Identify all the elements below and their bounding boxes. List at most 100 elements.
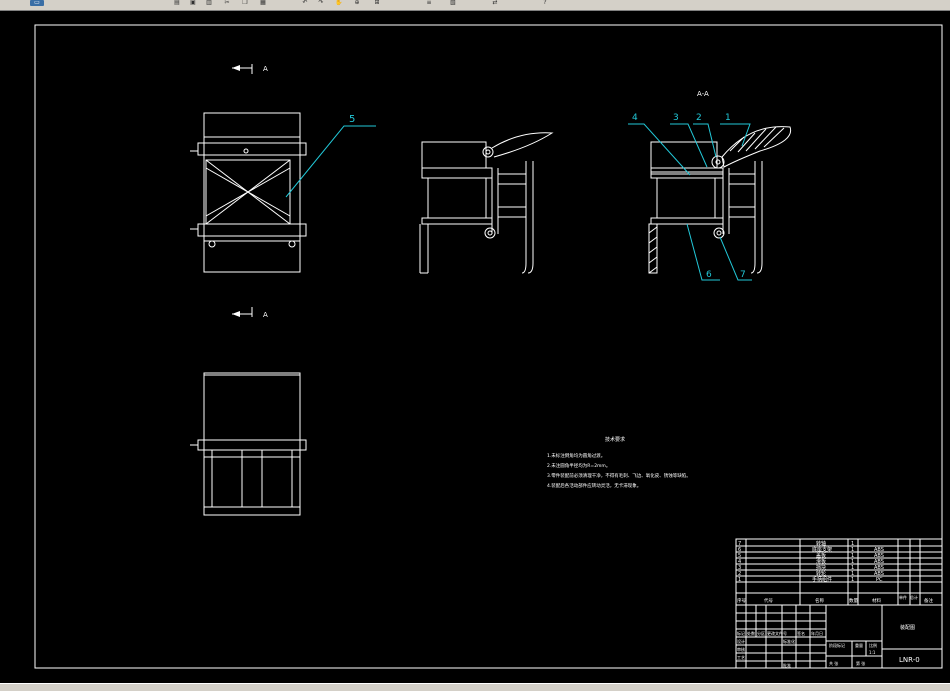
match-icon[interactable]: ⇄ [492,0,498,6]
callout-5: 5 [285,114,376,198]
svg-text:阶段标记: 阶段标记 [829,642,845,648]
svg-text:4: 4 [632,113,638,123]
callout-7: 7 [719,236,752,281]
pan-icon[interactable]: ✋ [335,0,343,6]
svg-text:1: 1 [851,559,854,565]
drawing-frame [34,24,943,669]
svg-text:1: 1 [738,577,741,583]
notes-title: 技术要求 [605,436,625,443]
title-block: 标记 处数 分区 更改文件号 签名 年月日 设计 标准化 审核 工艺 批准 阶段… [735,604,943,669]
svg-text:处数: 处数 [747,630,755,636]
svg-text:标记: 标记 [737,630,745,636]
svg-text:第 张: 第 张 [856,660,865,666]
front-view [190,112,307,273]
svg-text:序号: 序号 [737,597,746,604]
bom-row: 6 底座支架 1 ABS [738,546,884,553]
svg-text:1: 1 [851,577,854,583]
svg-text:1: 1 [851,541,854,547]
svg-text:2: 2 [738,571,741,577]
save-icon[interactable]: ▣ [190,0,196,6]
svg-text:设计: 设计 [737,638,745,644]
svg-text:1: 1 [851,553,854,559]
svg-text:数量: 数量 [849,597,858,604]
svg-text:6: 6 [706,270,712,280]
section-view: A-A [648,90,792,274]
note-line: 2.未注圆角半径均为R=2mm。 [547,462,610,469]
svg-text:1: 1 [851,565,854,571]
bom-row: 7 转轴 1 [738,540,854,547]
side-view-handle [491,132,554,158]
copy-icon[interactable]: ❐ [242,0,248,6]
svg-text:PC: PC [876,577,883,583]
front-view-hole [288,240,296,248]
layer-icon[interactable]: ≡ [426,0,432,6]
svg-text:ABS: ABS [874,553,884,559]
zoom-window-icon[interactable]: ⊞ [374,0,380,6]
bom-header-row: 序号 代号 名称 数量 材料 单件 总计 备注 [737,594,933,604]
svg-text:1: 1 [851,571,854,577]
svg-text:备注: 备注 [924,597,933,604]
help-icon[interactable]: ? [543,0,547,6]
svg-text:分区: 分区 [757,630,765,636]
svg-text:签名: 签名 [797,630,805,636]
svg-text:ABS: ABS [874,559,884,565]
svg-text:更改文件号: 更改文件号 [767,630,787,636]
svg-text:转轴: 转轴 [816,540,826,547]
cad-drawing: A A [34,24,943,669]
svg-text:挡块: 挡块 [816,564,826,571]
svg-text:转轮: 转轮 [816,570,826,577]
file-icon[interactable]: ▭ [30,0,44,6]
svg-text:ABS: ABS [874,547,884,553]
undo-icon[interactable]: ↶ [302,0,308,6]
technical-notes: 技术要求 1.未标注倒角均为圆角过渡。 2.未注圆角半径均为R=2mm。 3.零… [547,436,691,489]
cut-icon[interactable]: ✂ [224,0,230,6]
svg-text:4: 4 [738,559,741,565]
note-line: 4.装配后各活动部件应转动灵活，无卡滞现象。 [547,482,641,489]
svg-text:ABS: ABS [874,571,884,577]
side-view [419,132,554,274]
svg-text:5: 5 [349,114,355,125]
svg-text:审核: 审核 [737,646,745,652]
svg-text:重量: 重量 [855,642,863,648]
section-marker-bottom: A [232,307,268,319]
note-line: 3.零件装配前必须清理干净，不得有毛刺、飞边、氧化皮、锈蚀等缺陷。 [547,472,691,479]
front-view-top-plate [203,112,301,138]
top-view-rail [197,439,307,451]
status-bar [0,683,950,691]
paste-icon[interactable]: ▦ [260,0,266,6]
print-icon[interactable]: ▥ [206,0,212,6]
section-marker-label: A [263,65,268,73]
open-icon[interactable]: ▤ [174,0,180,6]
svg-text:底座支架: 底座支架 [812,546,832,553]
svg-text:2: 2 [696,113,702,123]
svg-text:7: 7 [738,541,741,547]
svg-text:ABS: ABS [874,565,884,571]
toolbar: ▭ ▤ ▣ ▥ ✂ ❐ ▦ ↶ ↷ ✋ ⊕ ⊞ ≡ ▧ ⇄? [0,0,950,11]
section-marker-top: A [232,64,268,74]
callout-2: 2 [693,113,717,158]
svg-text:盖板: 盖板 [816,552,826,559]
callout-1: 1 [720,113,751,147]
svg-text:7: 7 [740,270,746,280]
svg-text:3: 3 [738,565,741,571]
front-view-hole [208,240,216,248]
svg-text:3: 3 [673,113,679,123]
drawing-canvas[interactable]: A A [0,11,950,683]
section-title: A-A [697,90,709,98]
side-view-pivot [482,146,494,158]
svg-text:单件: 单件 [899,594,907,600]
zoom-icon[interactable]: ⊕ [354,0,360,6]
svg-text:名称: 名称 [815,597,824,604]
callout-4: 4 [628,113,691,176]
svg-text:比例: 比例 [869,642,877,648]
bom-row: 1 手柄组件 1 PC [738,576,883,583]
side-view-top-block [421,141,487,169]
section-view-top-block [650,141,718,169]
bom-row: 2 转轮 1 ABS [738,570,884,577]
section-marker-label: A [263,311,268,319]
top-view-body [203,372,301,516]
bom-row: 4 滑板 1 ABS [738,558,884,565]
properties-icon[interactable]: ▧ [450,0,456,6]
svg-text:标准化: 标准化 [783,638,795,644]
redo-icon[interactable]: ↷ [318,0,324,6]
